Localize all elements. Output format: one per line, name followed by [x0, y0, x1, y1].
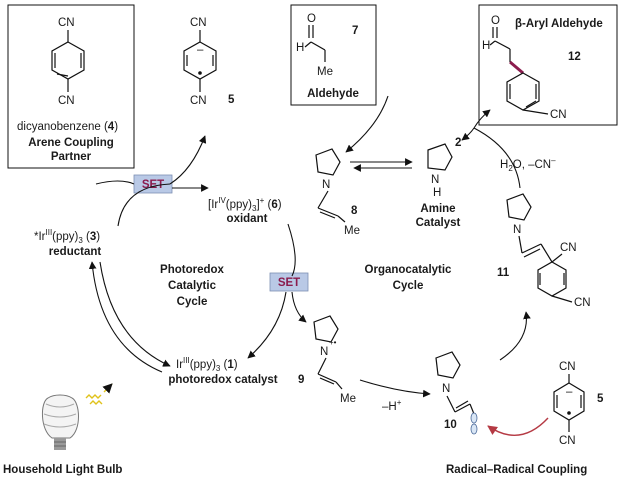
- svg-text:Cycle: Cycle: [393, 280, 424, 292]
- coupling-arrow: [487, 417, 549, 436]
- cn-label: CN: [550, 109, 567, 121]
- amine-label: Amine: [420, 203, 455, 215]
- compound-number-10: 10: [444, 419, 457, 431]
- oxidant-label: oxidant: [227, 213, 268, 225]
- cn-bottom-label: CN: [559, 435, 576, 447]
- methyl-label: Me: [344, 225, 360, 237]
- compound-number-2: 2: [455, 137, 461, 149]
- compound-number-5: 5: [228, 94, 235, 106]
- hydrogen-label: H: [296, 42, 304, 54]
- cn-top-label: CN: [559, 361, 576, 373]
- set-badge-2: SET: [269, 272, 309, 292]
- cn-top-label: CN: [190, 17, 207, 29]
- nitrogen-label: N: [513, 224, 521, 236]
- p-orbital-top: [470, 412, 478, 424]
- svg-text:Cycle: Cycle: [177, 296, 208, 308]
- radical-cation-9: N +• Me 9: [298, 315, 356, 405]
- methyl-label: Me: [340, 393, 356, 405]
- anion-charge: –: [566, 386, 573, 398]
- nitrogen-label: N: [322, 179, 330, 191]
- radical-dot: [567, 411, 571, 415]
- ground-formula: IrIII(ppy)3 (1): [176, 356, 238, 373]
- ir-ground: IrIII(ppy)3 (1) photoredox catalyst: [168, 356, 277, 386]
- ir-oxidant: [IrIV(ppy)3]+ (6) oxidant: [208, 196, 282, 225]
- ir-excited: *IrIII(ppy)3 (3) reductant: [34, 228, 101, 258]
- aldehyde-box: O H Me 7 Aldehyde: [290, 4, 377, 106]
- p-orbital-bottom: [470, 423, 478, 435]
- adduct-11: N CN CN 11: [497, 193, 591, 309]
- radical-cation-charge: +•: [329, 338, 337, 347]
- nitrogen-label: N: [320, 346, 328, 358]
- deprotonation-label: –H+: [382, 398, 402, 413]
- oxygen-label: O: [307, 13, 316, 25]
- reaction-arrows: [88, 95, 531, 398]
- compound-number-12: 12: [568, 51, 581, 63]
- light-bulb-caption: Household Light Bulb: [3, 464, 122, 476]
- dicyanobenzene-name: dicyanobenzene (4): [17, 121, 118, 133]
- nitrogen-label: N: [431, 174, 439, 186]
- anion-charge: –: [197, 44, 204, 56]
- cn-bottom-label: CN: [58, 95, 75, 107]
- methyl-label: Me: [317, 66, 333, 78]
- arene-partner-line2: Partner: [51, 151, 92, 163]
- cn-bottom-label: CN: [190, 95, 207, 107]
- aldehyde-caption: Aldehyde: [307, 88, 359, 100]
- oxygen-label: O: [491, 15, 500, 27]
- radical-anion-5-bottom: CN – CN 5: [553, 361, 604, 447]
- compound-number-8: 8: [351, 205, 358, 217]
- compound-number-7: 7: [352, 25, 358, 37]
- cn-top-label: CN: [58, 17, 75, 29]
- compound-number-9: 9: [298, 374, 304, 386]
- reductant-label: reductant: [49, 246, 102, 258]
- photoredox-catalyst-label: photoredox catalyst: [168, 374, 277, 386]
- arene-partner-line1: Arene Coupling: [28, 137, 114, 149]
- new-cc-bond: [509, 60, 524, 75]
- radical-anion-5-top: CN – CN 5: [183, 17, 235, 107]
- compound-number-5: 5: [597, 393, 604, 405]
- coupling-caption: Radical–Radical Coupling: [446, 464, 587, 476]
- svg-text:Organocatalytic: Organocatalytic: [365, 264, 453, 276]
- hydrolysis-conditions: H2O, –CN–: [500, 156, 556, 173]
- catalyst-label: Catalyst: [416, 217, 461, 229]
- enamine-8: N Me 8: [315, 148, 360, 237]
- hydrogen-label: H: [482, 40, 490, 52]
- photoredox-cycle-title: Photoredox Catalytic Cycle: [160, 264, 224, 308]
- light-rays: [85, 383, 113, 405]
- compound-number-11: 11: [497, 267, 510, 279]
- radical-dot: [198, 71, 202, 75]
- oxidant-formula: [IrIV(ppy)3]+ (6): [208, 196, 282, 213]
- organo-cycle-title: Organocatalytic Cycle: [365, 264, 453, 292]
- cn-label: CN: [560, 242, 577, 254]
- nitrogen-label: N: [442, 383, 450, 395]
- cn-label: CN: [574, 297, 591, 309]
- set-label: SET: [278, 277, 300, 289]
- light-bulb-icon: [42, 394, 79, 450]
- svg-text:Photoredox: Photoredox: [160, 264, 224, 276]
- aryl-aldehyde-title: β-Aryl Aldehyde: [515, 18, 603, 30]
- excited-formula: *IrIII(ppy)3 (3): [34, 228, 100, 245]
- allyl-radical-10: N 10: [435, 351, 478, 435]
- svg-text:Catalytic: Catalytic: [168, 280, 217, 292]
- amine-catalyst-2: N H 2 Amine Catalyst: [416, 137, 462, 229]
- aryl-aldehyde-box: O H CN β-Aryl Aldehyde 12: [478, 4, 618, 126]
- dicyanobenzene-box: CN CN dicyanobenzene (4) Arene Coupling …: [7, 4, 135, 169]
- hydrogen-label: H: [433, 187, 441, 199]
